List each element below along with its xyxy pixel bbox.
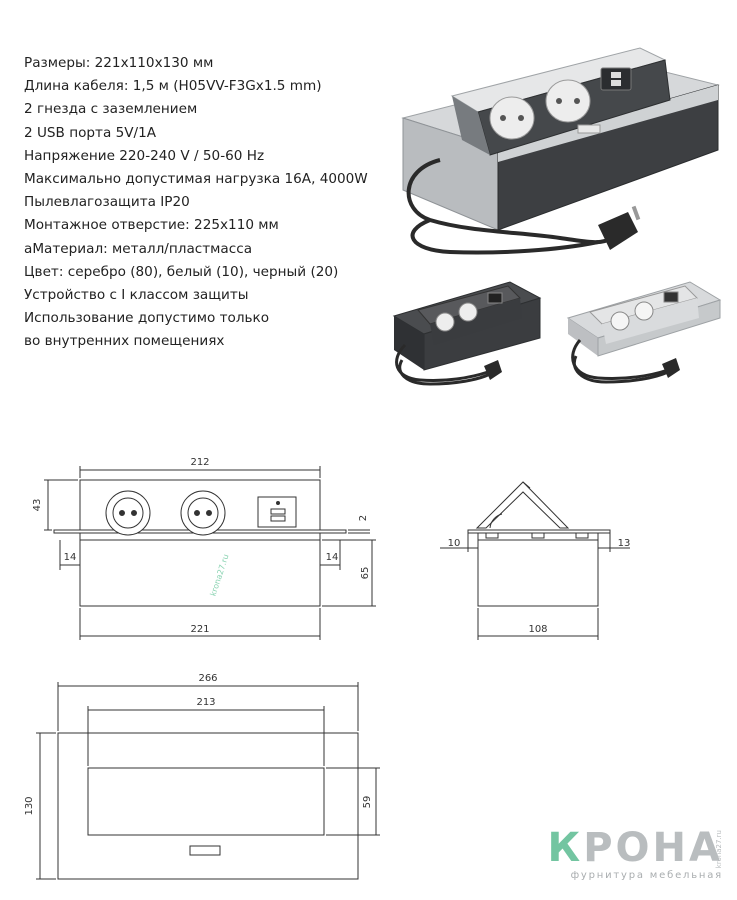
dim-depth: 65 — [360, 567, 371, 580]
dim-flange: 2 — [358, 515, 369, 521]
socket-icon — [105, 490, 151, 536]
brand-tagline: фурнитура мебельная — [570, 870, 723, 881]
brand-rest: РОНА — [583, 825, 723, 871]
spec-sockets: 2 гнезда с заземлением — [24, 101, 198, 118]
spec-load: Максимально допустимая нагрузка 16A, 400… — [24, 171, 368, 188]
spec-voltage: Напряжение 220-240 V / 50-60 Hz — [24, 147, 265, 164]
dim-width-bottom: 221 — [190, 624, 209, 635]
spec-color: Цвет: серебро (80), белый (10), черный (… — [24, 263, 339, 280]
dim-side-offset-left: 10 — [448, 538, 461, 549]
brand-logo: КРОНА фурнитура мебельная krona27.ru — [493, 828, 723, 881]
spec-usage-1: Использование допустимо только — [24, 310, 270, 327]
dim-offset-left: 14 — [64, 552, 77, 563]
dim-top-height-inner: 59 — [362, 796, 373, 809]
spec-usage-2: во внутренних помещениях — [24, 333, 225, 350]
specs-list: Размеры: 221x110x130 мм Длина кабеля: 1,… — [24, 52, 394, 354]
dim-top-width-inner: 213 — [196, 697, 215, 708]
dim-side-width: 108 — [528, 624, 547, 635]
dim-offset-right: 14 — [326, 552, 339, 563]
brand-name: КРОНА — [493, 828, 723, 868]
brand-site: krona27.ru — [715, 830, 723, 869]
spec-usb: 2 USB порта 5V/1A — [24, 124, 157, 141]
spec-protection-class: Устройство с I классом защиты — [24, 287, 249, 304]
socket-icon — [180, 490, 226, 536]
dim-height-top: 43 — [32, 499, 43, 512]
spec-material: аМатериал: металл/пластмасса — [24, 240, 253, 257]
brand-first-letter: К — [547, 825, 584, 871]
dim-side-offset-right: 13 — [618, 538, 631, 549]
spec-cable: Длина кабеля: 1,5 м (H05VV-F3Gx1.5 mm) — [24, 78, 322, 95]
dim-top-height-outer: 130 — [24, 796, 35, 815]
spec-mounting-hole: Монтажное отверстие: 225x110 мм — [24, 217, 279, 234]
spec-ip: Пылевлагозащита IP20 — [24, 194, 190, 211]
dim-width-top: 212 — [190, 457, 209, 468]
usb-port-icon — [257, 496, 297, 528]
dim-top-width-outer: 266 — [198, 673, 217, 684]
spec-dimensions: Размеры: 221x110x130 мм — [24, 55, 214, 71]
